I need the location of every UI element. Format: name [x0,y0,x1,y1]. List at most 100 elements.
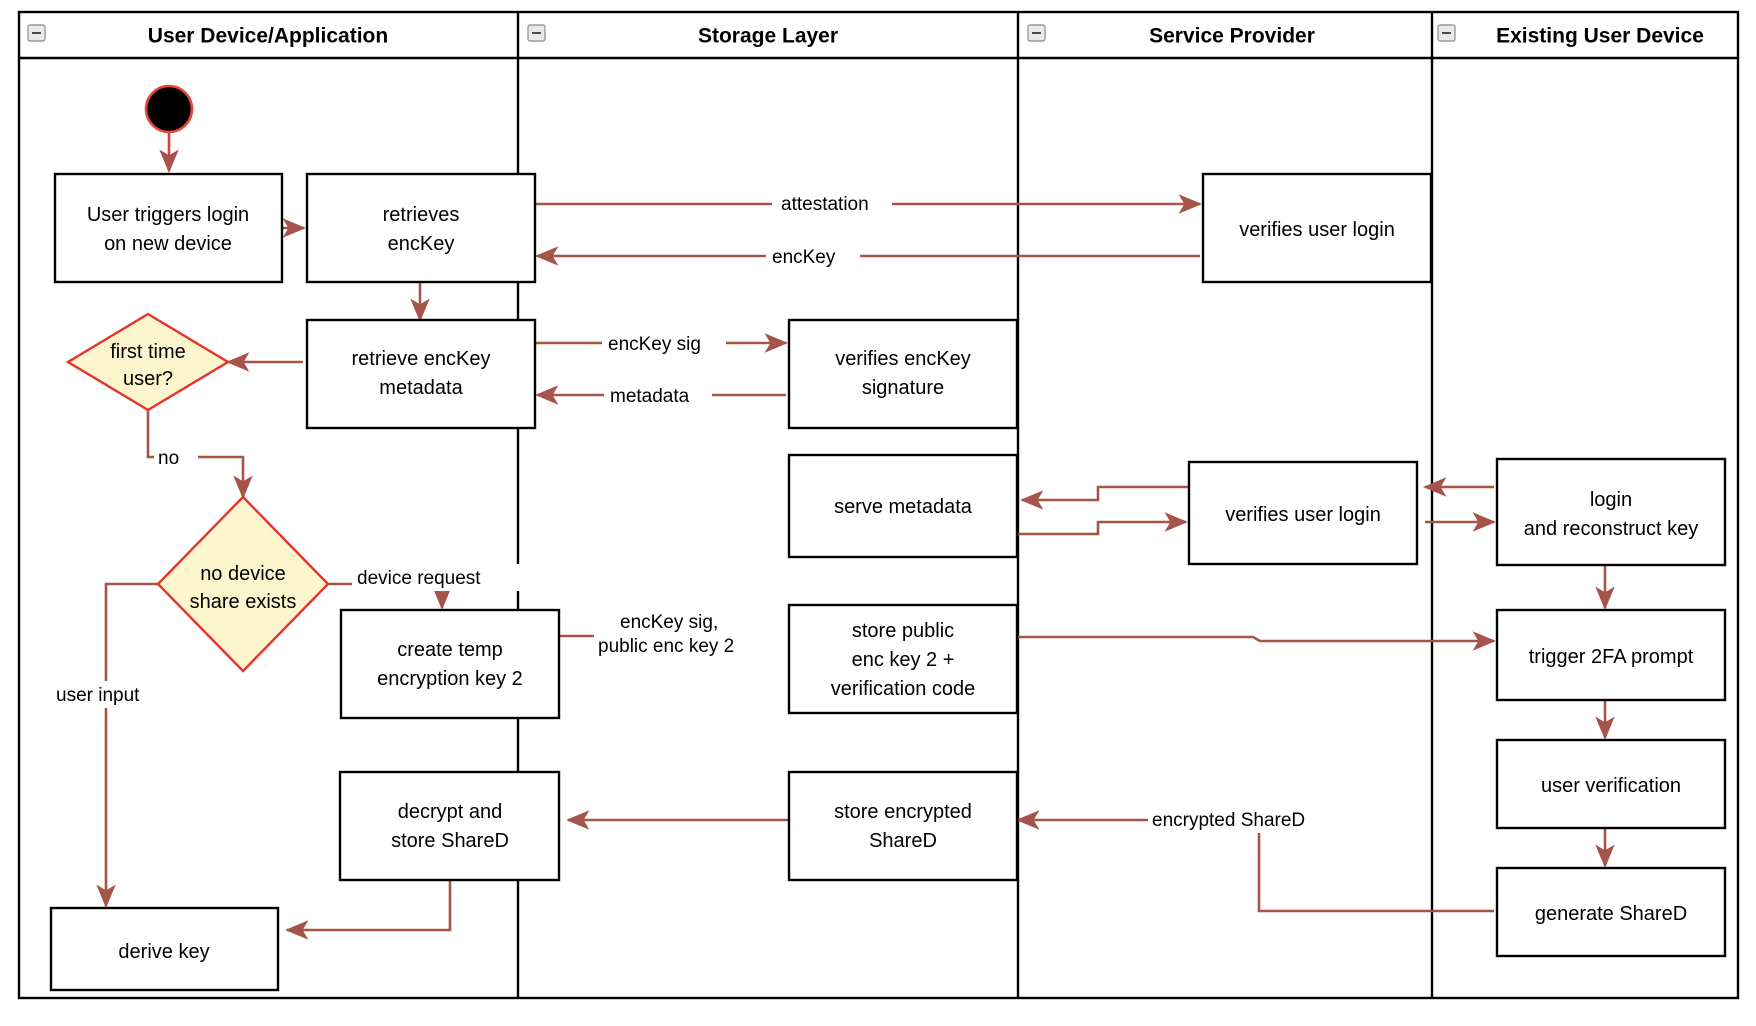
lane-title-storage-layer: Storage Layer [698,25,838,48]
node-label-line2: user? [123,368,173,390]
edge-label-bg-enckey-sig [602,329,726,356]
node-store-encrypted-shared[interactable]: store encrypted ShareD [787,770,1019,882]
node-box[interactable] [787,770,1019,882]
node-label-line1: verifies user login [1239,219,1395,241]
node-box[interactable] [1201,172,1433,284]
node-derive-key[interactable]: derive key [49,906,280,992]
node-box[interactable] [1495,866,1727,958]
node-box[interactable] [787,603,1019,715]
node-store-public-enc-key-2[interactable]: store public enc key 2 + verification co… [787,603,1019,715]
node-label-line1: trigger 2FA prompt [1529,646,1694,668]
node-box[interactable] [1187,460,1419,566]
decision-diamond[interactable] [156,495,330,673]
node-box[interactable] [1495,608,1727,702]
node-label-line1: verifies user login [1225,504,1381,526]
decision-diamond[interactable] [65,312,231,412]
edge-label-attestation: attestation [781,194,869,215]
node-label-line1: User triggers login [87,204,249,226]
node-label-line2: share exists [190,591,297,613]
lane-header-service-provider[interactable]: Service Provider [1027,24,1315,48]
node-box[interactable] [339,608,561,720]
node-verifies-user-login-1[interactable]: verifies user login [1201,172,1433,284]
node-serve-metadata[interactable]: serve metadata [787,453,1019,559]
lane-header-storage-layer[interactable]: Storage Layer [527,24,838,48]
node-box[interactable] [305,172,537,284]
lane-header-existing-user-device[interactable]: Existing User Device [1437,24,1704,48]
edge-serve-metadata-to-sp [1018,512,1188,536]
node-label-line1: first time [110,341,186,363]
node-label-line2: signature [862,377,944,399]
lane-title-existing-user-device: Existing User Device [1496,25,1704,48]
node-label-line1: verifies encKey [835,348,971,370]
edge-label-bg-metadata [604,381,712,408]
edge-label-encrypted-shared: encrypted ShareD [1152,810,1305,831]
edge-label-bg-encrypted-shared [1148,806,1338,833]
node-box[interactable] [53,172,284,284]
node-label-line1: generate ShareD [1535,903,1687,925]
node-box[interactable] [338,770,561,882]
node-no-device-share-exists[interactable]: no device share exists [156,495,330,673]
node-label-line2: ShareD [869,830,937,852]
node-label-line1: retrieve encKey [352,348,491,370]
node-label-line1: store encrypted [834,801,972,823]
edge-store-to-trigger2fa [1018,631,1496,651]
node-retrieves-enckey[interactable]: retrieves encKey [305,172,537,284]
node-retrieve-enckey-metadata[interactable]: retrieve encKey metadata [305,318,537,430]
node-trigger-2fa-prompt[interactable]: trigger 2FA prompt [1495,608,1727,702]
lane-title-service-provider: Service Provider [1149,25,1315,48]
edges-layer: attestation encKey encKey sig metadata n… [52,125,1615,940]
edge-label-bg-user-input [52,681,170,708]
edge-label-bg-no [154,444,198,470]
node-label-line1: create temp [397,639,503,661]
edge-label-enckey-sig: encKey sig [608,334,701,355]
node-label-line2: encKey [388,233,455,255]
start-node-icon [144,84,194,134]
node-create-temp-encryption-key-2[interactable]: create temp encryption key 2 [339,608,561,720]
edge-user-input [96,582,158,908]
node-label-line1: store public [852,620,954,642]
node-login-and-reconstruct-key[interactable]: login and reconstruct key [1495,457,1727,567]
node-label-line2: store ShareD [391,830,509,852]
edge-label-enckey-sig-pubkey2-line2: public enc key 2 [598,636,734,657]
node-box[interactable] [1495,457,1727,567]
node-first-time-user[interactable]: first time user? [65,312,231,412]
node-generate-shared[interactable]: generate ShareD [1495,866,1727,958]
edge-label-bg-device-request [352,564,522,591]
edge-label-enckey-sig-pubkey2-line1: encKey sig, [620,612,718,633]
node-label-line1: login [1590,489,1632,511]
edge-label-bg-enckey [766,242,860,269]
node-box[interactable] [787,453,1019,559]
node-decrypt-and-store-shared[interactable]: decrypt and store ShareD [338,770,561,882]
node-user-verification[interactable]: user verification [1495,738,1727,830]
node-box[interactable] [305,318,537,430]
node-label-line1: retrieves [383,204,460,226]
edge-decrypt-to-derive [285,880,452,940]
edge-label-no: no [158,448,179,469]
edge-label-metadata: metadata [610,386,690,407]
node-verifies-user-login-2[interactable]: verifies user login [1187,460,1419,566]
node-user-triggers-login[interactable]: User triggers login on new device [53,172,284,284]
edge-sp-to-serve-metadata [1020,485,1190,510]
node-label-line1: no device [200,563,286,585]
node-label-line2: encryption key 2 [377,668,523,690]
lane-title-user-device: User Device/Application [148,25,388,48]
node-label-line1: decrypt and [398,801,503,823]
node-box[interactable] [787,318,1019,430]
node-label-line1: serve metadata [834,496,973,518]
node-label-line2: on new device [104,233,232,255]
node-label-line3: verification code [831,678,976,700]
edge-label-bg-attestation [772,190,892,217]
node-verifies-enckey-signature[interactable]: verifies encKey signature [787,318,1019,430]
node-box[interactable] [49,906,280,992]
node-start[interactable] [144,84,194,134]
edge-encrypted-shared [1016,810,1494,913]
lane-header-user-device[interactable]: User Device/Application [27,24,388,48]
node-label-line2: metadata [379,377,463,399]
diagram-outer-border [17,10,1740,1000]
node-label-line2: enc key 2 + [852,649,955,671]
edge-label-enckey: encKey [772,247,836,268]
node-box[interactable] [1495,738,1727,830]
node-label-line1: user verification [1541,775,1681,797]
